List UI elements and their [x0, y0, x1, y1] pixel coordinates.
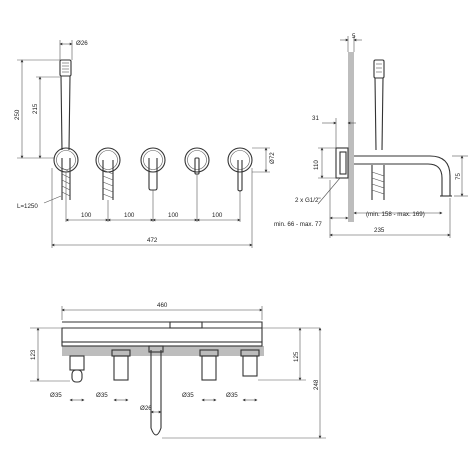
bottom-spout [148, 345, 164, 436]
dim-hand-dia: Ø26 [76, 40, 88, 47]
flange-5 [227, 147, 253, 192]
wall-section [348, 52, 354, 222]
dim-bottom-total-height: 248 [313, 379, 320, 390]
dim-bottom-right-height: 125 [293, 351, 300, 362]
dim-flange-dia: Ø72 [269, 152, 276, 164]
dim-bottom-width: 460 [157, 302, 168, 309]
dim-range-out: (min. 158 - max. 169) [366, 211, 425, 218]
dim-bottom-dia-3: Ø26 [140, 405, 152, 412]
dim-depth: 31 [312, 115, 319, 122]
side-view: 5 31 110 75 2 x G1/2" min. 66 - max. 77 … [274, 33, 468, 238]
bottom-part-1 [69, 355, 85, 383]
bottom-part-5 [240, 349, 260, 377]
dim-bottom-dia-2: Ø35 [96, 392, 108, 399]
flange-4 [184, 147, 210, 175]
dim-spout-height: 75 [455, 173, 462, 180]
dim-hose: L=1250 [17, 203, 38, 210]
dim-bottom-dia-4: Ø35 [182, 392, 194, 399]
dim-top: 5 [352, 33, 356, 40]
front-view: Ø26 250 215 L=1250 Ø72 100 100 100 100 4… [14, 40, 276, 248]
bottom-part-2 [111, 349, 131, 381]
dim-bottom-left-height: 123 [30, 349, 37, 360]
dim-total-width: 472 [147, 237, 158, 244]
dim-height: 110 [313, 160, 320, 170]
dim-total-height: 250 [14, 109, 21, 120]
bottom-view: 460 123 125 248 Ø35 Ø35 Ø26 Ø35 Ø35 [30, 302, 326, 439]
dim-spacing-2: 100 [124, 212, 135, 219]
dim-spout-length: 235 [374, 227, 385, 234]
flange-2 [95, 147, 121, 200]
flange-3 [140, 147, 166, 191]
dim-spacing-4: 100 [212, 212, 223, 219]
dim-bottom-dia-5: Ø35 [226, 392, 238, 399]
dim-hand-height: 215 [32, 103, 39, 114]
dim-bottom-dia-1: Ø35 [50, 392, 62, 399]
dim-spacing-1: 100 [81, 212, 92, 219]
dim-range-in: min. 66 - max. 77 [274, 221, 322, 228]
bottom-part-4 [199, 349, 219, 381]
label-thread: 2 x G1/2" [295, 197, 321, 204]
dim-spacing-3: 100 [168, 212, 179, 219]
hand-shower [59, 59, 72, 151]
